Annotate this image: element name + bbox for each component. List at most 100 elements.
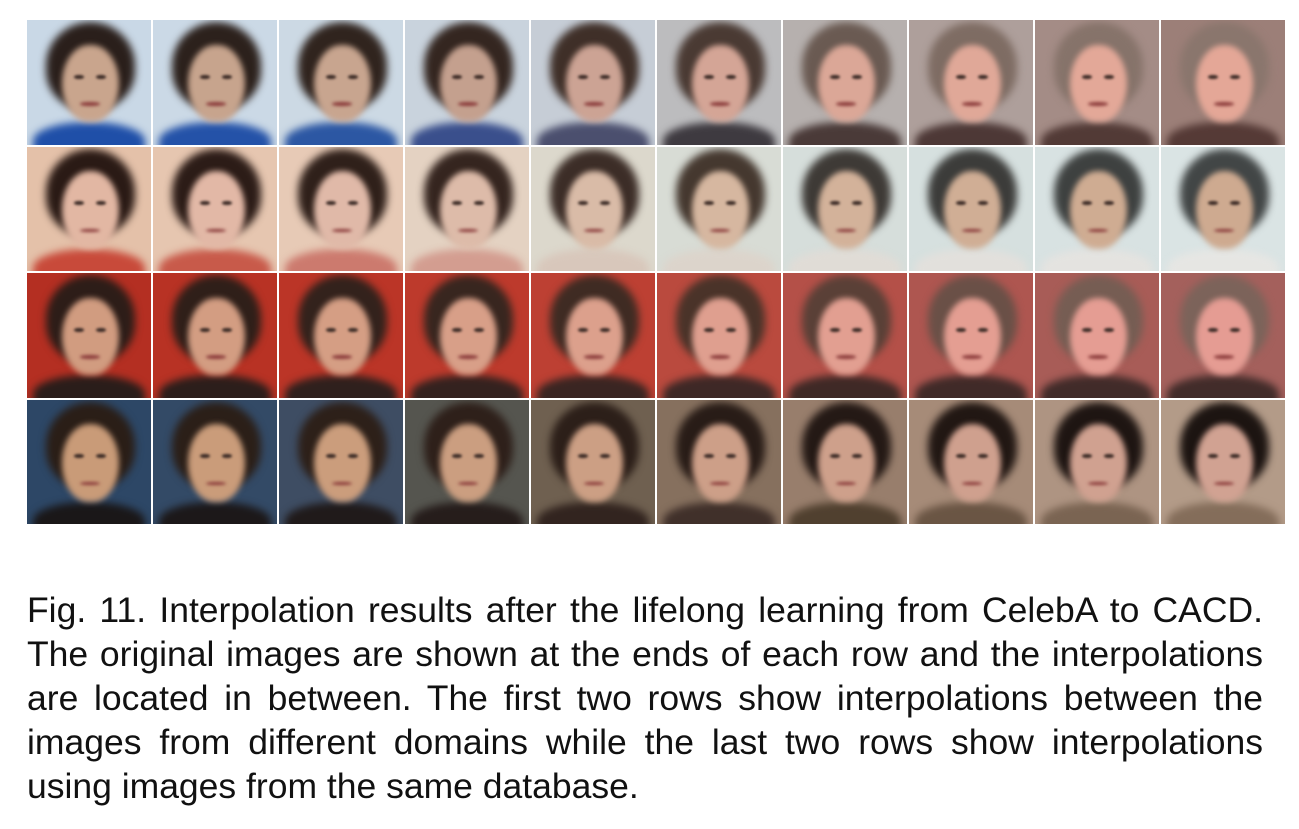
thumbnail-shoulders xyxy=(411,501,523,524)
thumbnail-face xyxy=(1195,171,1253,249)
thumbnail-face xyxy=(187,424,245,502)
thumbnail-mouth xyxy=(710,355,731,359)
thumbnail-shoulders xyxy=(1041,248,1153,271)
thumbnail-mouth xyxy=(710,481,731,486)
thumbnail-eye-l xyxy=(326,74,337,79)
thumbnail-shoulders xyxy=(789,501,901,524)
face-thumbnail xyxy=(153,146,277,271)
thumbnail-face xyxy=(565,297,623,376)
thumbnail-eye-r xyxy=(96,74,107,79)
face-thumbnail xyxy=(27,273,151,398)
thumbnail-eye-l xyxy=(956,454,967,458)
thumbnail-eye-r xyxy=(726,327,737,332)
thumbnail-face xyxy=(61,44,119,123)
thumbnail-shoulders xyxy=(789,248,901,271)
thumbnail-face xyxy=(817,171,875,249)
thumbnail-shoulders xyxy=(1167,248,1279,271)
thumbnail-face xyxy=(817,424,875,502)
thumbnail-face xyxy=(439,424,497,502)
thumbnail-eye-l xyxy=(200,201,211,205)
thumbnail-eye-l xyxy=(326,201,337,205)
thumbnail-shoulders xyxy=(33,122,145,145)
thumbnail-eye-l xyxy=(578,454,589,458)
thumbnail-mouth xyxy=(962,481,983,486)
thumbnail-eye-l xyxy=(956,201,967,205)
thumbnail-mouth xyxy=(80,102,101,106)
thumbnail-eye-r xyxy=(222,74,233,79)
thumbnail-eye-r xyxy=(1230,454,1241,458)
thumbnail-eye-l xyxy=(830,327,841,332)
thumbnail-shoulders xyxy=(789,122,901,145)
face-thumbnail xyxy=(783,399,907,524)
face-thumbnail xyxy=(1035,146,1159,271)
face-thumbnail xyxy=(909,20,1033,145)
thumbnail-mouth xyxy=(1088,102,1109,106)
face-thumbnail xyxy=(531,399,655,524)
thumbnail-eye-l xyxy=(1208,201,1219,205)
thumbnail-mouth xyxy=(1088,355,1109,359)
thumbnail-shoulders xyxy=(411,122,523,145)
image-grid xyxy=(27,20,1285,524)
interpolation-figure xyxy=(27,20,1285,524)
thumbnail-shoulders xyxy=(537,501,649,524)
thumbnail-eye-l xyxy=(956,327,967,332)
thumbnail-face xyxy=(313,297,371,376)
thumbnail-eye-r xyxy=(1230,201,1241,205)
thumbnail-mouth xyxy=(458,228,479,233)
thumbnail-eye-l xyxy=(74,454,85,458)
thumbnail-eye-r xyxy=(1230,74,1241,79)
thumbnail-face xyxy=(943,44,1001,123)
thumbnail-mouth xyxy=(962,355,983,359)
thumbnail-shoulders xyxy=(1167,375,1279,398)
thumbnail-eye-l xyxy=(578,74,589,79)
thumbnail-mouth xyxy=(584,481,605,486)
thumbnail-shoulders xyxy=(285,375,397,398)
thumbnail-eye-r xyxy=(726,201,737,205)
thumbnail-mouth xyxy=(836,355,857,359)
face-thumbnail xyxy=(657,146,781,271)
thumbnail-mouth xyxy=(1214,355,1235,359)
thumbnail-face xyxy=(691,424,749,502)
thumbnail-mouth xyxy=(332,355,353,359)
face-thumbnail xyxy=(279,146,403,271)
face-thumbnail xyxy=(531,273,655,398)
thumbnail-eye-r xyxy=(1104,74,1115,79)
face-thumbnail xyxy=(279,20,403,145)
thumbnail-eye-r xyxy=(726,454,737,458)
thumbnail-face xyxy=(691,171,749,249)
thumbnail-eye-l xyxy=(704,454,715,458)
face-thumbnail xyxy=(153,399,277,524)
thumbnail-shoulders xyxy=(1041,501,1153,524)
thumbnail-mouth xyxy=(332,481,353,486)
thumbnail-eye-l xyxy=(704,327,715,332)
face-thumbnail xyxy=(1035,399,1159,524)
thumbnail-mouth xyxy=(962,228,983,233)
thumbnail-shoulders xyxy=(915,122,1027,145)
thumbnail-shoulders xyxy=(33,375,145,398)
thumbnail-eye-r xyxy=(852,74,863,79)
thumbnail-eye-l xyxy=(200,327,211,332)
thumbnail-face xyxy=(313,44,371,123)
thumbnail-eye-l xyxy=(200,454,211,458)
face-thumbnail xyxy=(405,273,529,398)
thumbnail-eye-l xyxy=(704,74,715,79)
thumbnail-face xyxy=(943,297,1001,376)
thumbnail-shoulders xyxy=(411,375,523,398)
thumbnail-eye-l xyxy=(326,327,337,332)
thumbnail-eye-l xyxy=(1208,74,1219,79)
thumbnail-face xyxy=(1069,424,1127,502)
thumbnail-shoulders xyxy=(663,122,775,145)
face-thumbnail xyxy=(153,20,277,145)
thumbnail-shoulders xyxy=(1167,501,1279,524)
thumbnail-shoulders xyxy=(789,375,901,398)
thumbnail-mouth xyxy=(206,102,227,106)
thumbnail-shoulders xyxy=(537,248,649,271)
thumbnail-eye-l xyxy=(830,201,841,205)
thumbnail-mouth xyxy=(80,228,101,233)
face-thumbnail xyxy=(153,273,277,398)
face-thumbnail xyxy=(27,20,151,145)
thumbnail-eye-l xyxy=(1208,454,1219,458)
thumbnail-face xyxy=(565,424,623,502)
thumbnail-eye-r xyxy=(1230,327,1241,332)
thumbnail-shoulders xyxy=(159,122,271,145)
